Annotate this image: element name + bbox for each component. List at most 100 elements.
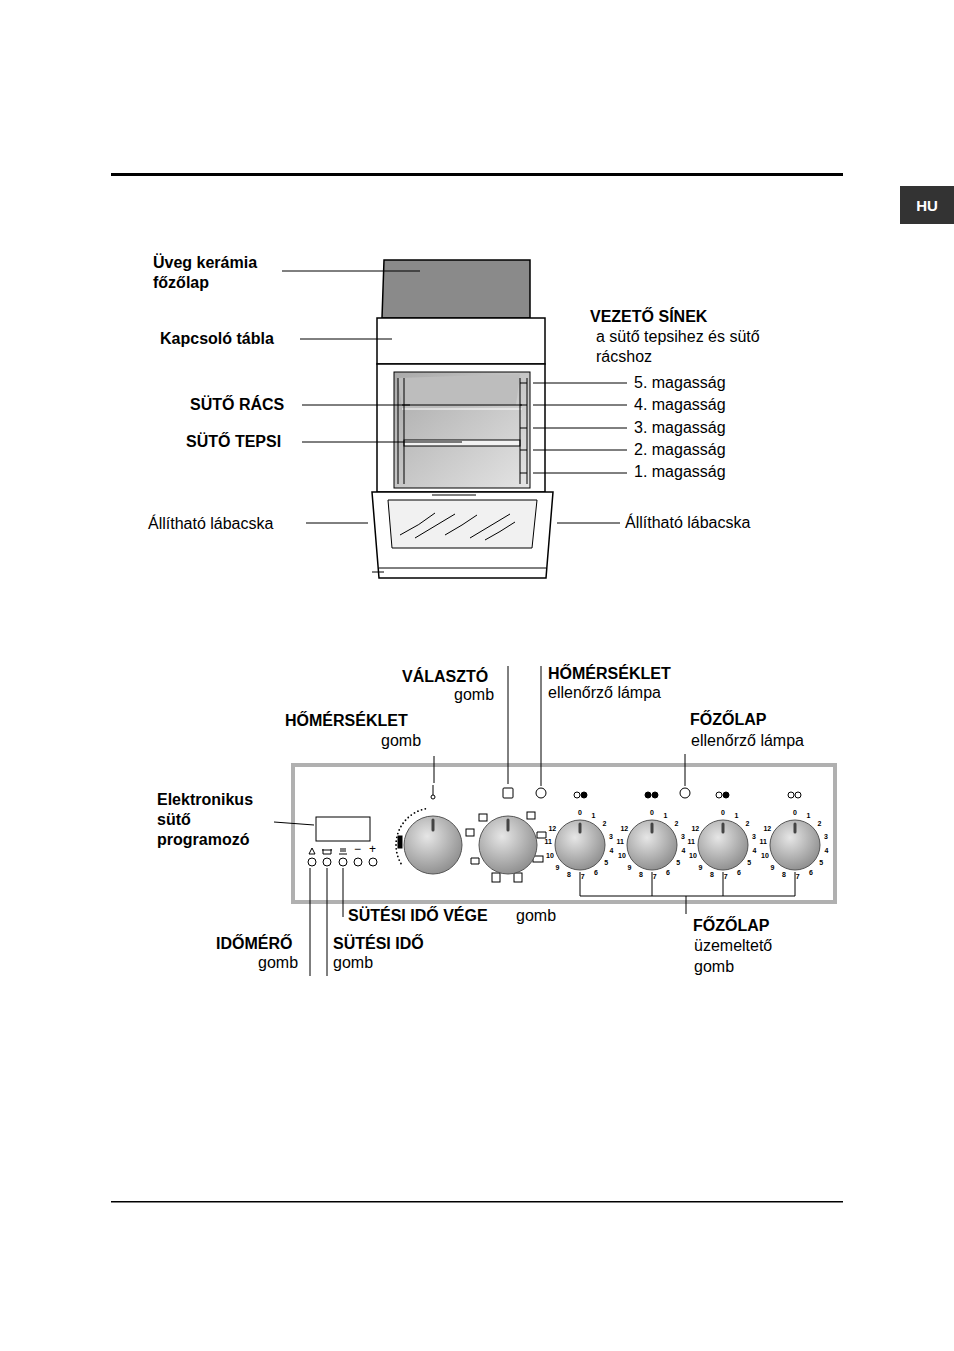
part-note: gomb [694,957,734,977]
part-name: SÜTÉSI IDŐ VÉGE [348,906,488,926]
scale-dot [400,863,402,865]
part-name: SÜTŐ RÁCS [190,395,284,415]
scale-number: 6 [737,869,741,877]
button-symbol: − [354,843,361,855]
scale-number: 4 [825,847,829,855]
part-note: üzemeltető [694,936,772,956]
part-name: VÁLASZTÓ [402,667,488,687]
scale-number: 0 [578,809,582,817]
level-label: 4. magasság [634,395,726,415]
part-note: gomb [454,685,494,705]
scale-number: 7 [724,873,728,881]
scale-number: 6 [809,869,813,877]
scale-number: 10 [546,852,554,860]
scale-number: 10 [761,852,769,860]
level-label: 1. magasság [634,462,726,482]
scale-number: 12 [620,825,628,833]
scale-dot [397,833,399,835]
scale-number: 1 [664,812,668,820]
scale-dot [402,822,404,824]
scale-number: 4 [753,847,757,855]
scale-dot [395,844,397,846]
scale-number: 6 [594,869,598,877]
part-name: SÜTÉSI IDŐ [333,934,424,954]
level-label: 3. magasság [634,418,726,438]
scale-dot [414,812,416,814]
part-name: Üveg kerámia főzőlap [153,253,281,293]
scale-dot [397,856,399,858]
scale-number: 5 [747,859,751,867]
scale-number: 4 [610,847,614,855]
scale-dot [405,819,407,821]
scale-number: 12 [691,825,699,833]
scale-number: 2 [818,820,822,828]
scale-number: 1 [735,812,739,820]
scale-number: 11 [687,838,694,846]
level-label: 5. magasság [634,373,726,393]
scale-number: 12 [763,825,771,833]
part-name: FŐZŐLAP [693,916,769,936]
language-tab: HU [900,186,954,224]
scale-number: 8 [782,871,786,879]
scale-number: 2 [746,820,750,828]
scale-dot [407,817,409,819]
part-note: a sütő tepsihez és sütő rácshoz [596,327,796,367]
scale-number: 5 [604,859,608,867]
scale-number: 8 [710,871,714,879]
scale-dot [421,809,423,811]
scale-number: 7 [653,873,657,881]
scale-number: 4 [682,847,686,855]
scale-number: 3 [824,833,828,841]
part-note: gomb [258,953,298,973]
scale-number: 2 [603,820,607,828]
part-name: Állítható lábacska [148,514,273,534]
scale-number: 7 [581,873,585,881]
part-name: Elektronikus sütő programozó [157,790,279,850]
scale-dot [410,814,412,816]
scale-number: 8 [567,871,571,879]
part-name: IDŐMÉRŐ [216,934,292,954]
scale-number: 6 [666,869,670,877]
scale-dot [424,808,426,810]
scale-number: 11 [616,838,623,846]
scale-number: 5 [819,859,823,867]
scale-dot [400,826,402,828]
scale-number: 3 [609,833,613,841]
scale-number: 11 [544,838,551,846]
scale-number: 7 [796,873,800,881]
scale-number: 10 [689,852,697,860]
scale-number: 12 [548,825,556,833]
scale-number: 0 [721,809,725,817]
scale-number: 10 [618,852,626,860]
part-name: FŐZŐLAP [690,710,766,730]
scale-number: 11 [759,838,766,846]
scale-dot [395,840,397,842]
part-name: HŐMÉRSÉKLET [285,711,408,731]
scale-number: 9 [698,864,702,872]
tab-text: HU [916,197,938,214]
part-note: gomb [333,953,373,973]
scale-dot [395,848,397,850]
scale-number: 0 [650,809,654,817]
part-name: Állítható lábacska [625,513,750,533]
scale-number: 5 [676,859,680,867]
scale-number: 2 [675,820,679,828]
scale-number: 9 [555,864,559,872]
level-label: 2. magasság [634,440,726,460]
button-symbol: + [369,843,376,855]
scale-number: 1 [807,812,811,820]
scale-number: 3 [752,833,756,841]
scale-number: 3 [681,833,685,841]
scale-number: 9 [770,864,774,872]
scale-number: 0 [793,809,797,817]
part-note: gomb [516,906,556,926]
part-note: ellenőrző lámpa [548,683,661,703]
part-note: ellenőrző lámpa [691,731,804,751]
scale-dot [396,836,398,838]
part-name: HŐMÉRSÉKLET [548,664,671,684]
scale-number: 1 [592,812,596,820]
scale-dot [398,859,400,861]
scale-dot [396,852,398,854]
part-name: VEZETŐ SÍNEK [590,307,707,327]
scale-number: 8 [639,871,643,879]
